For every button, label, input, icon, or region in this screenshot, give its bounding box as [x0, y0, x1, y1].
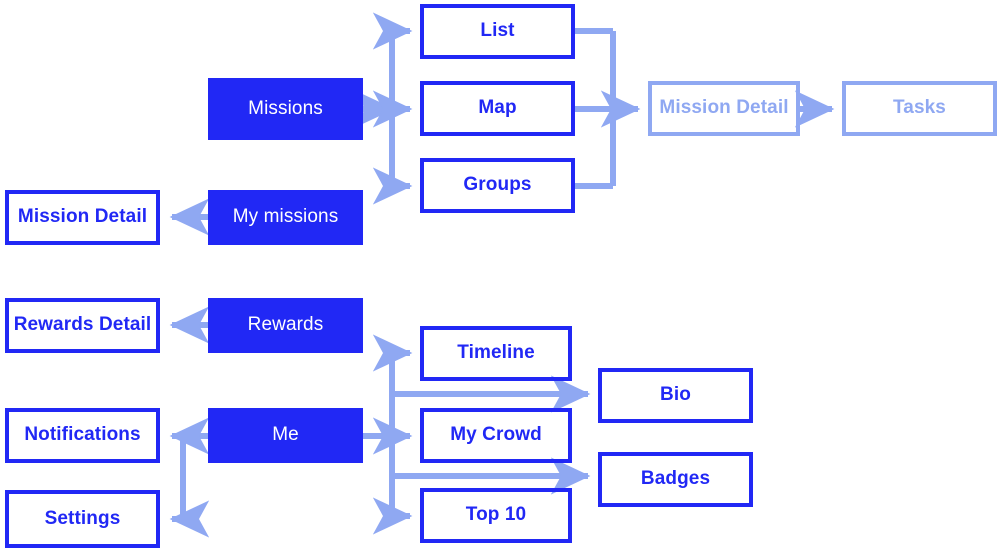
node-label: Bio — [660, 384, 691, 406]
node-list[interactable]: List — [420, 4, 575, 59]
node-label: Groups — [463, 174, 532, 196]
node-label: My Crowd — [450, 424, 542, 446]
node-label: Top 10 — [465, 504, 527, 526]
node-label: Me — [272, 424, 299, 446]
node-label: Tasks — [893, 97, 946, 119]
node-my-missions[interactable]: My missions — [208, 190, 363, 245]
node-label: Rewards — [247, 314, 324, 336]
node-map[interactable]: Map — [420, 81, 575, 136]
node-label: Mission Detail — [659, 97, 789, 119]
node-rewards[interactable]: Rewards — [208, 298, 363, 353]
node-label: My missions — [232, 206, 339, 228]
node-label: Mission Detail — [17, 206, 148, 228]
node-missions[interactable]: Missions — [208, 78, 363, 140]
node-top-10[interactable]: Top 10 — [420, 488, 572, 543]
node-me[interactable]: Me — [208, 408, 363, 463]
node-mission-detail-l[interactable]: Mission Detail — [5, 190, 160, 245]
node-label: List — [480, 20, 515, 42]
node-label: Notifications — [24, 424, 141, 446]
node-badges[interactable]: Badges — [598, 452, 753, 507]
node-label: Map — [478, 97, 517, 119]
node-groups[interactable]: Groups — [420, 158, 575, 213]
node-label: Rewards Detail — [13, 314, 152, 336]
node-tasks[interactable]: Tasks — [842, 81, 997, 136]
node-mission-detail-r[interactable]: Mission Detail — [648, 81, 800, 136]
node-label: Timeline — [457, 342, 535, 364]
node-settings[interactable]: Settings — [5, 490, 160, 548]
node-timeline[interactable]: Timeline — [420, 326, 572, 381]
node-label: Badges — [640, 468, 711, 490]
node-label: Settings — [44, 507, 121, 529]
node-rewards-detail[interactable]: Rewards Detail — [5, 298, 160, 353]
node-bio[interactable]: Bio — [598, 368, 753, 423]
node-label: Missions — [248, 97, 323, 119]
node-my-crowd[interactable]: My Crowd — [420, 408, 572, 463]
node-notifications[interactable]: Notifications — [5, 408, 160, 463]
